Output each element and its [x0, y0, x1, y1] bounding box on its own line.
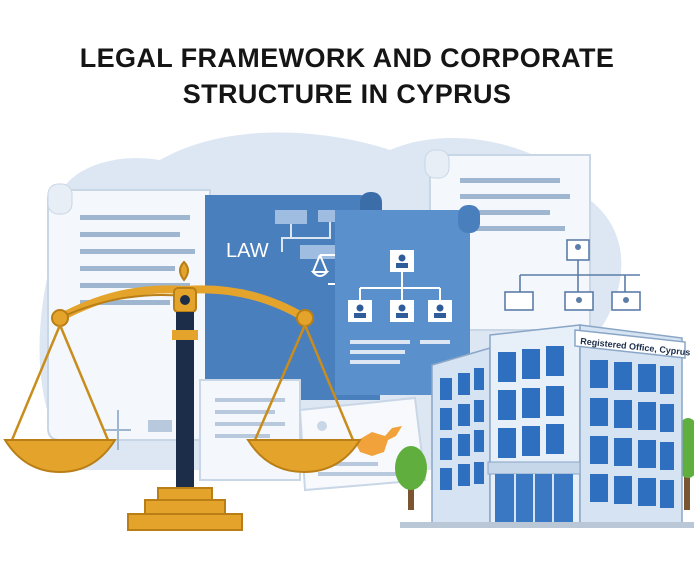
left-document	[47, 183, 211, 441]
org-chart-document	[335, 205, 480, 395]
scales-of-justice-icon	[3, 260, 362, 531]
org-chart-icon	[504, 239, 641, 311]
cyprus-map-icon	[355, 426, 402, 456]
office-building-icon: Registered Office, Cyprus	[400, 324, 694, 528]
title-line-1: LEGAL FRAMEWORK AND CORPORATE	[79, 43, 615, 73]
page-title: LEGAL FRAMEWORK AND CORPORATE STRUCTURE …	[0, 40, 694, 112]
law-label: LAW	[226, 240, 269, 262]
tree-icon	[395, 446, 427, 510]
org-chart-icon	[348, 250, 452, 322]
title-line-2: STRUCTURE IN CYPRUS	[182, 79, 512, 109]
